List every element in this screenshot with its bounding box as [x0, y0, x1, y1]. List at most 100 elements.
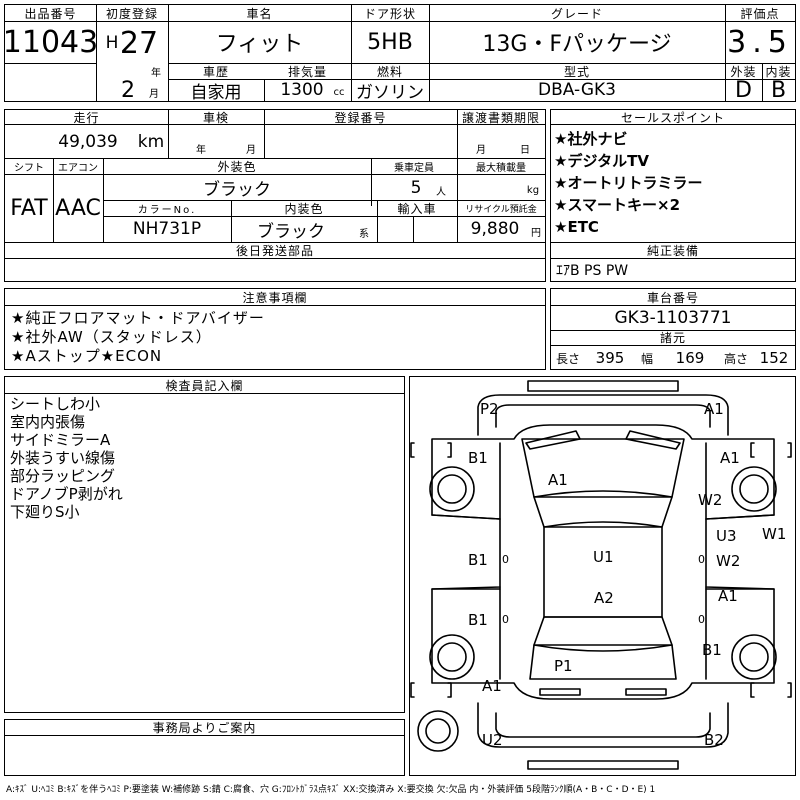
int-label: 内装: [765, 64, 792, 79]
code-b1-rr: B1: [702, 641, 722, 659]
note-item: ★純正フロアマット・ドアバイザー: [11, 309, 265, 327]
sales-label: セールスポイント: [620, 110, 725, 125]
inspector-item: 室内内張傷: [10, 413, 86, 431]
color: ブラック: [203, 179, 271, 200]
score-label: 評価点: [740, 6, 780, 21]
fuel: ガソリン: [356, 82, 424, 102]
spare-tire: [417, 710, 459, 752]
notes-list: ★純正フロアマット・ドアバイザー ★社外AW（スタッドレス） ★Aストップ★EC…: [11, 309, 265, 366]
sales-item: ★ETC: [554, 218, 599, 236]
code-u1: U1: [593, 548, 614, 566]
shift: FAT: [10, 195, 48, 221]
wheel-rear-right: [731, 634, 777, 680]
lot-number: 11043: [5, 24, 96, 60]
int-score: B: [770, 79, 787, 101]
code-zero-1: 0: [502, 553, 509, 566]
inspector-item: ドアノブP剥がれ: [10, 485, 123, 503]
grade-label: グレード: [550, 6, 603, 21]
headlight-right: [625, 430, 681, 450]
capacity-unit: 人: [436, 186, 446, 198]
displacement-label: 排気量: [287, 64, 327, 79]
front-bumper-inner: [495, 404, 711, 428]
sales-item: ★スマートキー×2: [554, 196, 681, 214]
car-body: [431, 424, 775, 700]
transfer-day-unit: 日: [520, 144, 530, 156]
ac: AAC: [55, 195, 101, 221]
reg-month-unit: 月: [149, 88, 159, 100]
mileage: 49,039: [58, 132, 118, 152]
sales-item: ★オートリトラミラー: [554, 174, 703, 192]
spec-box: 走行 49,039 km 車検 年 月 登録番号 譲渡書類期限 月 日 シフト …: [4, 109, 546, 282]
grade: 13G・Fパッケージ: [482, 32, 672, 57]
code-p1: P1: [554, 657, 573, 675]
width-label: 幅: [640, 351, 653, 366]
wheel-front-right: [731, 466, 777, 512]
chassis-box: 車台番号 GK3-1103771 諸元 長さ 395 幅 169 高さ 152: [550, 288, 796, 370]
model-label: 型式: [563, 64, 590, 79]
sales-item: ★社外ナビ: [554, 130, 628, 148]
reg-year: 27: [119, 25, 159, 61]
inspection-month-unit: 月: [246, 144, 256, 156]
load-unit: kg: [526, 184, 540, 196]
code-p2: P2: [480, 400, 499, 418]
later-parts-label: 後日発送部品: [235, 243, 314, 258]
recycle-unit: 円: [531, 227, 541, 239]
inspector-list: シートしわ小 室内内張傷 サイドミラーA 外装うすい線傷 部分ラッピング ドアノ…: [10, 395, 123, 521]
roof-tab-top: [527, 380, 679, 392]
code-zero-2: 0: [502, 613, 509, 626]
door-type: 5HB: [367, 29, 413, 55]
length: 395: [595, 349, 625, 367]
front-fender-lines: [499, 442, 707, 520]
history: 自家用: [190, 82, 242, 102]
office-box: 事務局よりご案内: [4, 719, 405, 776]
rear-bumper-inner: [495, 712, 711, 738]
footer-legend: A:ｷｽﾞ U:ﾍｺﾐ B:ｷｽﾞを伴うﾍｺﾐ P:要塗装 W:補修跡 S:錆 …: [6, 784, 656, 795]
door-label: ドア形状: [363, 6, 416, 21]
windshield: [533, 490, 673, 528]
mileage-label: 走行: [73, 110, 100, 125]
car-diagram-box: P2 A1 B1 A1 A1 W2 W1 U3 B1 U1 W2 A1 B1 A…: [409, 376, 796, 776]
note-item: ★社外AW（スタッドレス）: [11, 328, 212, 346]
intcolor: ブラック: [257, 221, 325, 242]
hood: [521, 438, 685, 498]
code-a1-hood: A1: [548, 471, 568, 489]
wheel-rear-left: [429, 634, 475, 680]
score: 3.5: [727, 24, 793, 60]
import-label: 輸入車: [397, 201, 437, 216]
equip-label: 純正装備: [646, 243, 699, 258]
front-bumper-outline: [477, 394, 729, 436]
displacement-unit: cc: [333, 86, 345, 98]
reg-month: 2: [121, 79, 135, 101]
code-w1-r: W1: [762, 525, 786, 543]
inspector-item: 外装うすい線傷: [10, 449, 116, 467]
reg-era: H: [105, 33, 119, 53]
code-u2: U2: [482, 731, 503, 749]
code-zero-4: 0: [698, 613, 705, 626]
trunk: [529, 644, 677, 680]
intcolor-label: 内装色: [284, 201, 324, 216]
rear-window: [533, 616, 673, 652]
width: 169: [675, 349, 705, 367]
code-a1-fr: A1: [720, 449, 740, 467]
name-label: 車名: [246, 6, 273, 21]
model: DBA-GK3: [538, 80, 616, 100]
note-item: ★Aストップ★ECON: [11, 347, 163, 365]
intcolor-unit: 系: [359, 228, 369, 240]
inspector-item: シートしわ小: [10, 395, 101, 413]
sales-item: ★デジタルTV: [554, 152, 649, 170]
reg-label: 初度登録: [105, 6, 158, 21]
inspector-label: 検査員記入欄: [165, 378, 244, 393]
shift-label: シフト: [14, 162, 44, 174]
car-diagram: P2 A1 B1 A1 A1 W2 W1 U3 B1 U1 W2 A1 B1 A…: [410, 380, 792, 770]
code-zero-3: 0: [698, 553, 705, 566]
mileage-unit: km: [137, 132, 165, 152]
height-label: 高さ: [723, 351, 748, 366]
chassis-number: GK3-1103771: [614, 307, 732, 328]
recycle-label: リサイクル預託金: [465, 204, 537, 215]
capacity: 5: [410, 178, 422, 198]
dims-label: 諸元: [659, 331, 686, 345]
length-label: 長さ: [555, 351, 580, 366]
load-label: 最大積載量: [476, 162, 526, 174]
car-name: フィット: [215, 32, 304, 57]
headlight-left: [525, 430, 581, 450]
